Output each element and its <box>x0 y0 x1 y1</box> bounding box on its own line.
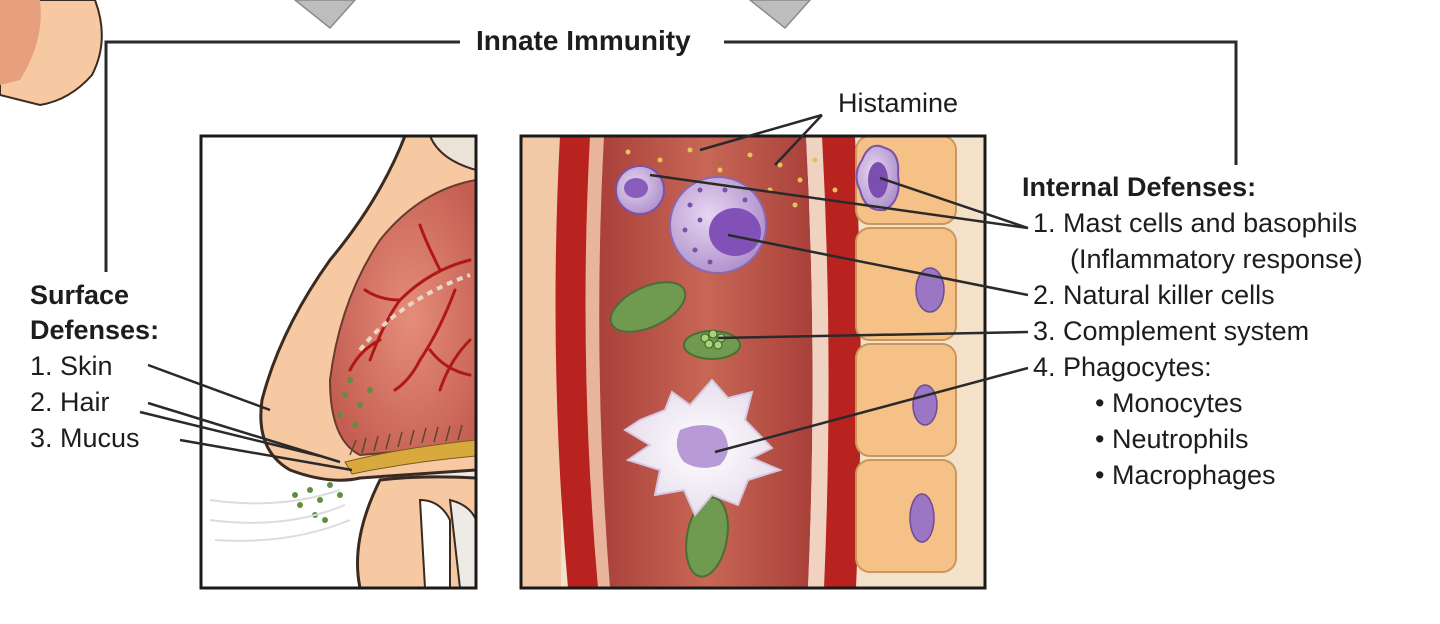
surface-item-skin: 1. Skin <box>30 351 113 381</box>
top-left-skin-fragment <box>0 0 103 107</box>
vessel-panel <box>521 136 985 588</box>
phagocyte-neutrophils: • Neutrophils <box>1095 424 1249 454</box>
internal-item-nk-cells: 2. Natural killer cells <box>1033 280 1275 310</box>
surface-heading-line2: Defenses: <box>30 315 160 345</box>
internal-item-inflammatory: (Inflammatory response) <box>1070 244 1363 274</box>
nose-panel <box>201 136 476 588</box>
top-arrow-left <box>293 0 357 30</box>
surface-heading-line1: Surface <box>30 280 130 310</box>
internal-item-complement: 3. Complement system <box>1033 316 1310 346</box>
title-innate-immunity: Innate Immunity <box>470 24 697 58</box>
surface-item-mucus: 3. Mucus <box>30 423 140 453</box>
top-arrow-right <box>748 0 812 30</box>
label-histamine: Histamine <box>838 88 959 118</box>
innate-bracket <box>104 40 1238 272</box>
surface-item-hair: 2. Hair <box>30 387 110 417</box>
internal-item-phagocytes: 4. Phagocytes: <box>1033 352 1212 382</box>
phagocyte-macrophages: • Macrophages <box>1095 460 1276 490</box>
leader-lines <box>139 113 1029 472</box>
nose-panel-frame <box>199 134 478 590</box>
internal-item-mast-cells: 1. Mast cells and basophils <box>1033 208 1358 238</box>
internal-heading: Internal Defenses: <box>1022 172 1257 202</box>
phagocyte-monocytes: • Monocytes <box>1095 388 1243 418</box>
